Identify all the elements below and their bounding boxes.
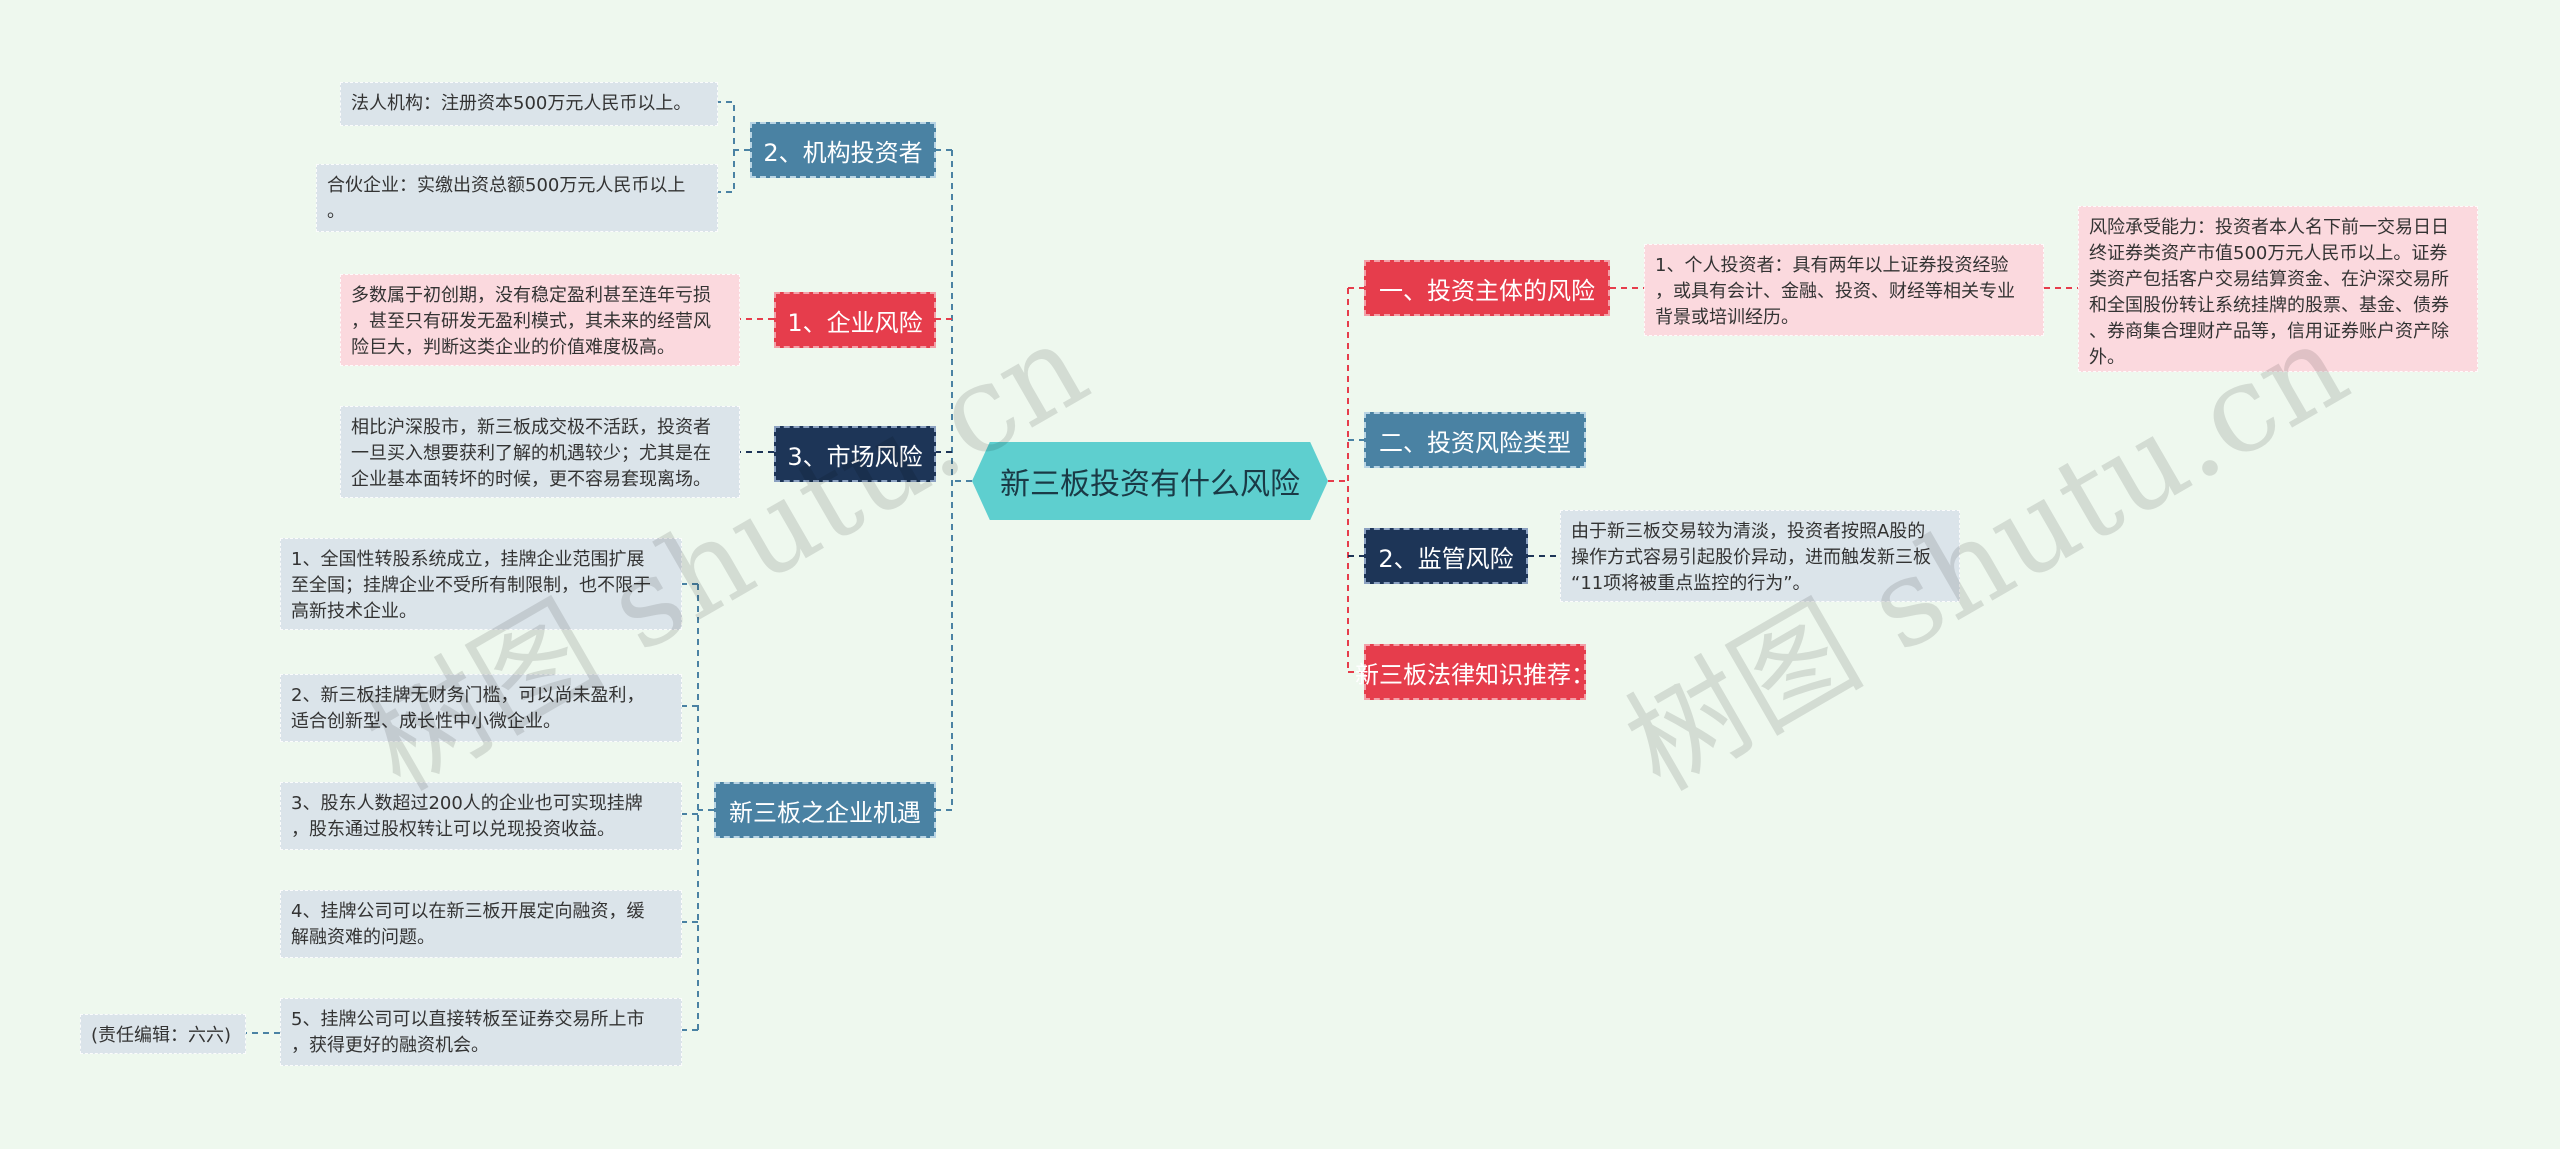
list-item: 3、股东人数超过200人的企业也可实现挂牌 ，股东通过股权转让可以兑现投资收益。 — [280, 782, 682, 850]
branch-subject-risk[interactable]: 一、投资主体的风险 — [1364, 260, 1610, 316]
list-item: 5、挂牌公司可以直接转板至证券交易所上市 ，获得更好的融资机会。 — [280, 998, 682, 1066]
leaf-enterprise-risk-detail: 多数属于初创期，没有稳定盈利甚至连年亏损 ，甚至只有研发无盈利模式，其未来的经营… — [340, 274, 740, 366]
branch-market-risk[interactable]: 3、市场风险 — [774, 426, 936, 482]
leaf-market-risk-detail: 相比沪深股市，新三板成交极不活跃，投资者 一旦买入想要获利了解的机遇较少；尤其是… — [340, 406, 740, 498]
branch-enterprise-opportunities[interactable]: 新三板之企业机遇 — [714, 782, 936, 838]
editor-note: (责任编辑：六六) — [80, 1014, 246, 1054]
leaf-risk-tolerance: 风险承受能力：投资者本人名下前一交易日日 终证券类资产市值500万元人民币以上。… — [2078, 206, 2478, 372]
leaf-individual-investor: 1、个人投资者：具有两年以上证券投资经验 ，或具有会计、金融、投资、财经等相关专… — [1644, 244, 2044, 336]
branch-institutional-investors[interactable]: 2、机构投资者 — [750, 122, 936, 178]
branch-legal-knowledge[interactable]: 新三板法律知识推荐： — [1355, 644, 1595, 700]
list-item: 2、新三板挂牌无财务门槛，可以尚未盈利， 适合创新型、成长性中小微企业。 — [280, 674, 682, 742]
leaf-partnership: 合伙企业：实缴出资总额500万元人民币以上 。 — [316, 164, 718, 232]
list-item: 4、挂牌公司可以在新三板开展定向融资，缓 解融资难的问题。 — [280, 890, 682, 958]
leaf-legal-entity: 法人机构：注册资本500万元人民币以上。 — [340, 82, 718, 126]
leaf-regulatory-detail: 由于新三板交易较为清淡，投资者按照A股的 操作方式容易引起股价异动，进而触发新三… — [1560, 510, 1960, 602]
branch-regulatory-risk[interactable]: 2、监管风险 — [1364, 528, 1528, 584]
list-item: 1、全国性转股系统成立，挂牌企业范围扩展 至全国；挂牌企业不受所有制限制，也不限… — [280, 538, 682, 630]
branch-risk-types[interactable]: 二、投资风险类型 — [1364, 412, 1586, 468]
central-topic[interactable]: 新三板投资有什么风险 — [972, 442, 1328, 520]
branch-enterprise-risk[interactable]: 1、企业风险 — [774, 292, 936, 348]
